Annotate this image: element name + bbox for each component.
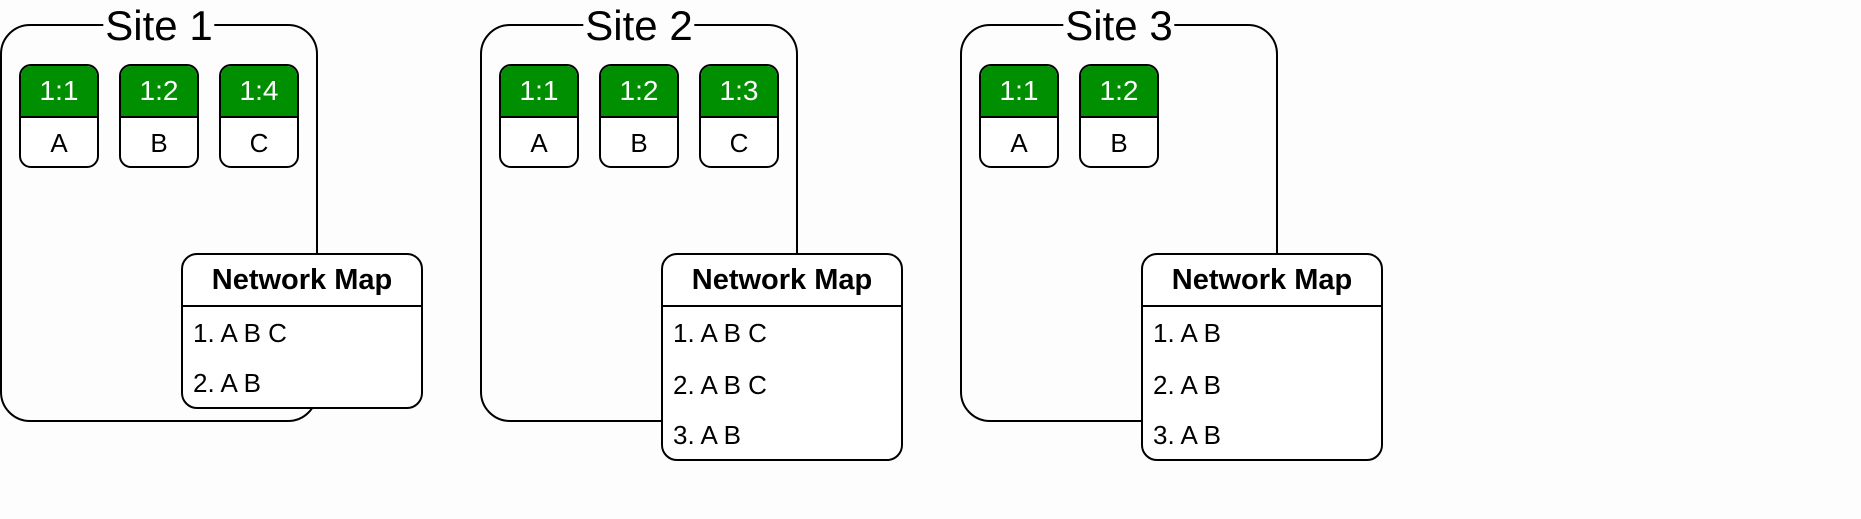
site-2-nodes: 1:1 A 1:2 B 1:3 C [499, 64, 779, 168]
network-map-entry: 1. A B [1153, 317, 1221, 348]
node-card: 1:3 C [699, 64, 779, 168]
node-card: 1:1 A [499, 64, 579, 168]
site-1-network-map: Network Map 1. A B C 2. A B [181, 253, 423, 409]
node-id: 1:1 [21, 66, 97, 118]
node-label: A [50, 127, 68, 158]
node-id: 1:3 [701, 66, 777, 118]
network-map-entry: 1. A B C [673, 317, 767, 348]
site-3-container: Site 3 1:1 A 1:2 B Network Map 1. A B 2.… [960, 2, 1383, 461]
node-label: C [729, 127, 749, 158]
network-map-entry: 3. A B [673, 419, 741, 450]
node-id: 1:4 [221, 66, 297, 118]
node-label: C [249, 127, 269, 158]
network-map-entry: 2. A B [193, 367, 261, 398]
node-card: 1:2 B [599, 64, 679, 168]
node-id: 1:2 [601, 66, 677, 118]
node-card: 1:1 A [19, 64, 99, 168]
site-3-network-map: Network Map 1. A B 2. A B 3. A B [1141, 253, 1383, 461]
node-label: B [1110, 127, 1128, 158]
site-1-container: Site 1 1:1 A 1:2 B 1:4 C Network Map 1. … [0, 2, 423, 422]
node-card: 1:4 C [219, 64, 299, 168]
network-map-entry: 1. A B C [193, 317, 287, 348]
node-id: 1:1 [981, 66, 1057, 118]
site-2-container: Site 2 1:1 A 1:2 B 1:3 C Network Map 1. … [480, 2, 903, 461]
node-label: B [630, 127, 648, 158]
node-label: B [150, 127, 168, 158]
network-map-entry: 2. A B [1153, 369, 1221, 400]
network-map-entry: 3. A B [1153, 419, 1221, 450]
network-map-title: Network Map [1143, 255, 1381, 307]
site-1-title: Site 1 [103, 2, 215, 50]
network-map-title: Network Map [663, 255, 901, 307]
node-id: 1:2 [121, 66, 197, 118]
site-3-title: Site 3 [1063, 2, 1175, 50]
site-3-nodes: 1:1 A 1:2 B [979, 64, 1159, 168]
node-label: A [530, 127, 548, 158]
site-1-nodes: 1:1 A 1:2 B 1:4 C [19, 64, 299, 168]
site-2-network-map: Network Map 1. A B C 2. A B C 3. A B [661, 253, 903, 461]
network-map-title: Network Map [183, 255, 421, 307]
network-map-entry: 2. A B C [673, 369, 767, 400]
node-id: 1:1 [501, 66, 577, 118]
node-card: 1:2 B [119, 64, 199, 168]
node-id: 1:2 [1081, 66, 1157, 118]
node-card: 1:1 A [979, 64, 1059, 168]
node-card: 1:2 B [1079, 64, 1159, 168]
node-label: A [1010, 127, 1028, 158]
site-2-title: Site 2 [583, 2, 695, 50]
